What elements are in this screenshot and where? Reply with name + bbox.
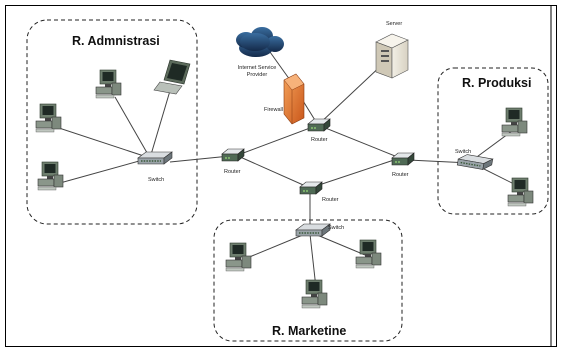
firewall-label: Firewall bbox=[264, 107, 283, 113]
switch-admin-icon bbox=[137, 151, 173, 165]
switch-produksi-label: Switch bbox=[455, 149, 471, 155]
router-mid-label: Router bbox=[322, 197, 339, 203]
room-marketing-title: R. Marketine bbox=[272, 324, 346, 338]
marketing-pc-left-icon bbox=[225, 242, 252, 272]
admin-laptop-icon bbox=[153, 59, 191, 95]
room-admin-boundary bbox=[26, 19, 198, 225]
admin-pc-bottom-icon bbox=[37, 161, 64, 191]
image-frame bbox=[5, 5, 557, 347]
router-right-label: Router bbox=[392, 172, 409, 178]
router-right-icon bbox=[391, 152, 415, 166]
room-produksi-title: R. Produksi bbox=[462, 76, 531, 90]
admin-pc-left-icon bbox=[35, 103, 62, 133]
room-admin-title: R. Admnistrasi bbox=[72, 34, 160, 48]
room-produksi-boundary bbox=[437, 67, 549, 215]
router-left-icon bbox=[221, 148, 245, 162]
firewall-icon bbox=[283, 73, 305, 125]
isp-label-line1: Internet Service bbox=[238, 65, 277, 71]
router-mid-icon bbox=[299, 181, 323, 195]
router-top-icon bbox=[307, 118, 331, 132]
marketing-pc-right-icon bbox=[355, 239, 382, 269]
switch-admin-label: Switch bbox=[148, 177, 164, 183]
router-left-label: Router bbox=[224, 169, 241, 175]
admin-pc-top-icon bbox=[95, 69, 122, 99]
server-label: Server bbox=[386, 21, 402, 27]
switch-marketing-label: Switch bbox=[328, 225, 344, 231]
produksi-pc-bottom-icon bbox=[507, 177, 534, 207]
router-top-label: Router bbox=[311, 137, 328, 143]
server-icon bbox=[375, 33, 409, 79]
marketing-pc-bottom-icon bbox=[301, 279, 328, 309]
internet-cloud-icon bbox=[236, 27, 284, 57]
produksi-pc-top-icon bbox=[501, 107, 528, 137]
switch-marketing-icon bbox=[295, 223, 331, 237]
switch-produksi-icon bbox=[456, 152, 494, 172]
isp-label-line2: Provider bbox=[247, 72, 268, 78]
